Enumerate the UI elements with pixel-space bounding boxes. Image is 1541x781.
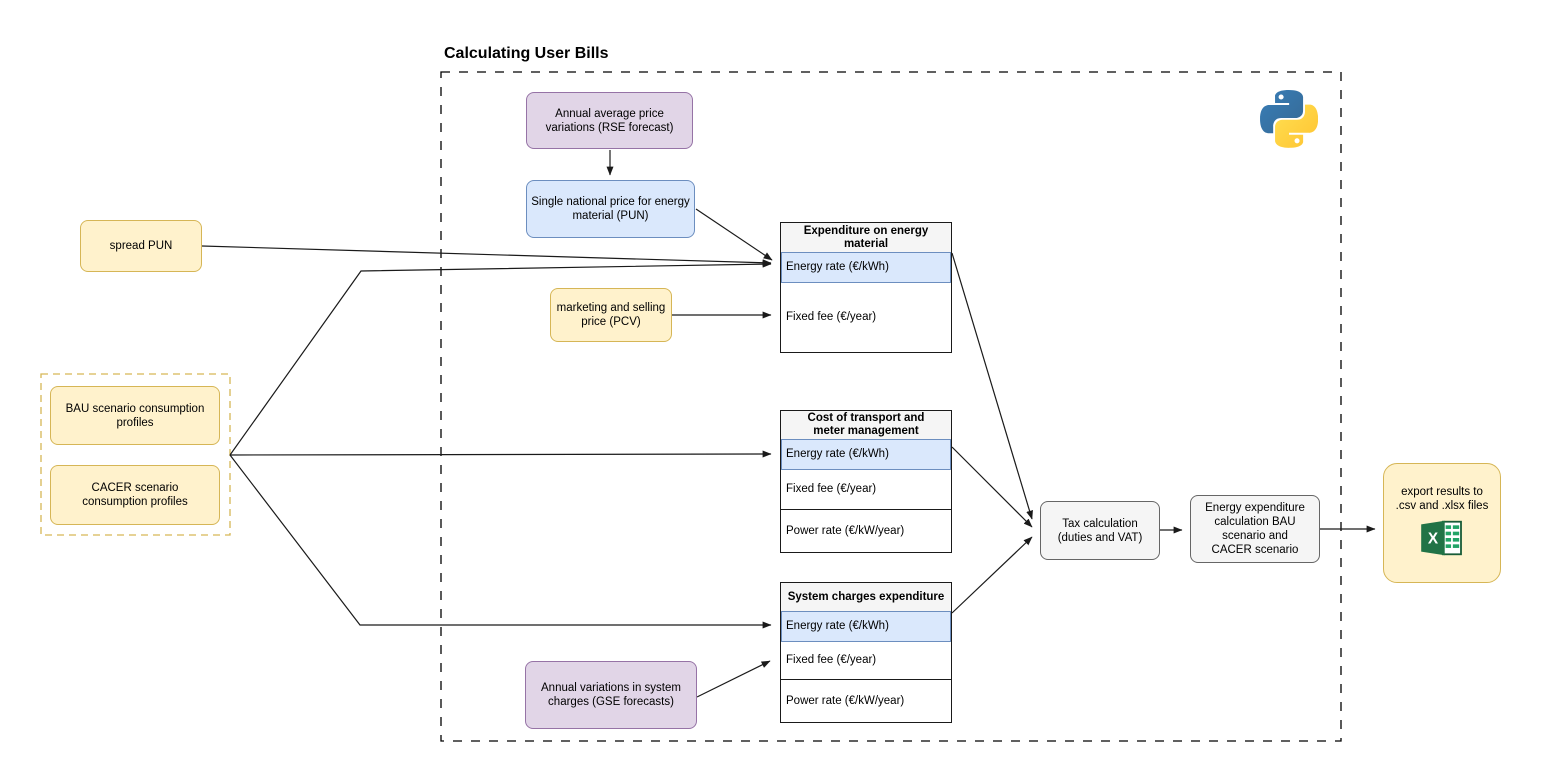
node-label: Single national price for energy materia… bbox=[531, 196, 690, 222]
arrow-profiles-to-energy-rate-2 bbox=[229, 450, 772, 458]
node-label: Annual variations in system charges (GSE… bbox=[541, 682, 681, 708]
table-header: Cost of transport and meter management bbox=[781, 411, 951, 439]
table-row-energy-rate: Energy rate (€/kWh) bbox=[781, 611, 951, 641]
node-label: CACER scenario consumption profiles bbox=[82, 482, 188, 508]
arrow-spread-pun-to-energy-rate-1 bbox=[201, 245, 772, 267]
table-transport-meter-management: Cost of transport and meter management E… bbox=[780, 410, 952, 553]
node-label: export results to .csv and .xlsx files bbox=[1395, 486, 1489, 512]
node-label: BAU scenario consumption profiles bbox=[65, 402, 205, 429]
node-spread-pun: spread PUN bbox=[80, 220, 202, 272]
table-system-charges-expenditure: System charges expenditure Energy rate (… bbox=[780, 582, 952, 723]
arrow-table3-to-tax bbox=[951, 536, 1033, 614]
table-row-fixed-fee: Fixed fee (€/year) bbox=[781, 469, 951, 509]
table-header: Expenditure on energy material bbox=[781, 223, 951, 252]
arrow-table1-to-tax bbox=[951, 252, 1033, 520]
node-marketing-selling-price-pcv: marketing and selling price (PCV) bbox=[550, 288, 672, 342]
table-row-energy-rate: Energy rate (€/kWh) bbox=[781, 439, 951, 469]
node-label: Annual average price variations (RSE for… bbox=[545, 107, 674, 134]
table-row-fixed-fee: Fixed fee (€/year) bbox=[781, 641, 951, 679]
table-row-power-rate: Power rate (€/kW/year) bbox=[781, 679, 951, 722]
node-tax-calculation: Tax calculation (duties and VAT) bbox=[1040, 501, 1160, 560]
table-header: System charges expenditure bbox=[781, 583, 951, 611]
node-annual-variations-system-charges-gse: Annual variations in system charges (GSE… bbox=[525, 661, 697, 729]
python-script-dashed-container bbox=[440, 71, 1342, 742]
svg-text:X: X bbox=[1428, 530, 1439, 547]
diagram-title: Calculating User Bills bbox=[444, 45, 609, 62]
arrow-pun-to-energy-rate-1 bbox=[695, 208, 773, 261]
node-cacer-consumption-profiles: CACER scenario consumption profiles bbox=[50, 465, 220, 525]
node-label: Energy expenditure calculation BAU scena… bbox=[1205, 502, 1305, 556]
node-label: marketing and selling price (PCV) bbox=[556, 302, 666, 328]
table-row-fixed-fee: Fixed fee (€/year) bbox=[781, 282, 951, 352]
python-logo-icon bbox=[1260, 87, 1319, 156]
table-row-power-rate: Power rate (€/kW/year) bbox=[781, 509, 951, 552]
node-bau-consumption-profiles: BAU scenario consumption profiles bbox=[50, 386, 220, 445]
node-single-national-price-pun: Single national price for energy materia… bbox=[526, 180, 695, 238]
node-label: spread PUN bbox=[109, 240, 173, 252]
node-label: Tax calculation (duties and VAT) bbox=[1057, 517, 1143, 544]
table-expenditure-energy-material: Expenditure on energy material Energy ra… bbox=[780, 222, 952, 353]
arrow-profiles-to-energy-rate-1 bbox=[229, 260, 772, 456]
arrow-profiles-to-energy-rate-3 bbox=[229, 454, 772, 629]
node-energy-expenditure-calculation: Energy expenditure calculation BAU scena… bbox=[1190, 495, 1320, 563]
table-row-energy-rate: Energy rate (€/kWh) bbox=[781, 252, 951, 282]
node-annual-price-variations: Annual average price variations (RSE for… bbox=[526, 92, 693, 149]
node-export-results: export results to .csv and .xlsx files X bbox=[1383, 463, 1501, 583]
excel-spreadsheet-icon: X bbox=[1421, 519, 1463, 561]
arrow-gse-to-fixed-fee-3 bbox=[696, 660, 771, 698]
arrow-table2-to-tax bbox=[951, 446, 1033, 528]
